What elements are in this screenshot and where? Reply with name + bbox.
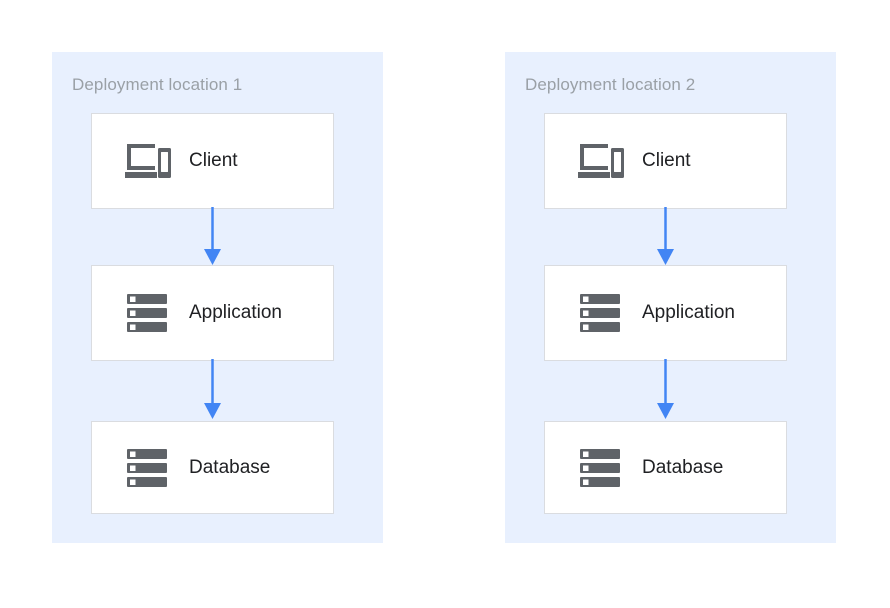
deployment-zone-1: Deployment location 1 Client [52,52,383,543]
server-rack-icon [125,292,171,334]
zone-2-arrow-client-to-application [505,207,836,267]
devices-client-icon [125,140,171,182]
zone-2-node-database-label: Database [642,456,724,478]
server-rack-icon [125,447,171,489]
zone-2-node-application-label: Application [642,302,735,323]
server-rack-icon [578,292,624,334]
zone-1-arrow-client-to-application [52,207,383,267]
zone-1-node-database-label: Database [189,456,271,478]
deployment-zone-2: Deployment location 2 Client [505,52,836,543]
zone-1-node-application-label: Application [189,302,282,323]
zone-2-node-database[interactable]: Database [544,421,787,514]
server-rack-icon [578,447,624,489]
zone-2-node-application[interactable]: Application [544,265,787,361]
zone-2-node-client[interactable]: Client [544,113,787,209]
zone-2-title: Deployment location 2 [525,75,696,94]
zone-1-node-client[interactable]: Client [91,113,334,209]
zone-2-node-client-label: Client [642,150,691,171]
zone-1-arrow-application-to-database [52,359,383,419]
zone-2-arrow-application-to-database [505,359,836,419]
zone-1-node-application[interactable]: Application [91,265,334,361]
zone-1-title: Deployment location 1 [72,75,243,94]
zone-1-node-client-label: Client [189,150,238,171]
zone-1-node-database[interactable]: Database [91,421,334,514]
devices-client-icon [578,140,624,182]
